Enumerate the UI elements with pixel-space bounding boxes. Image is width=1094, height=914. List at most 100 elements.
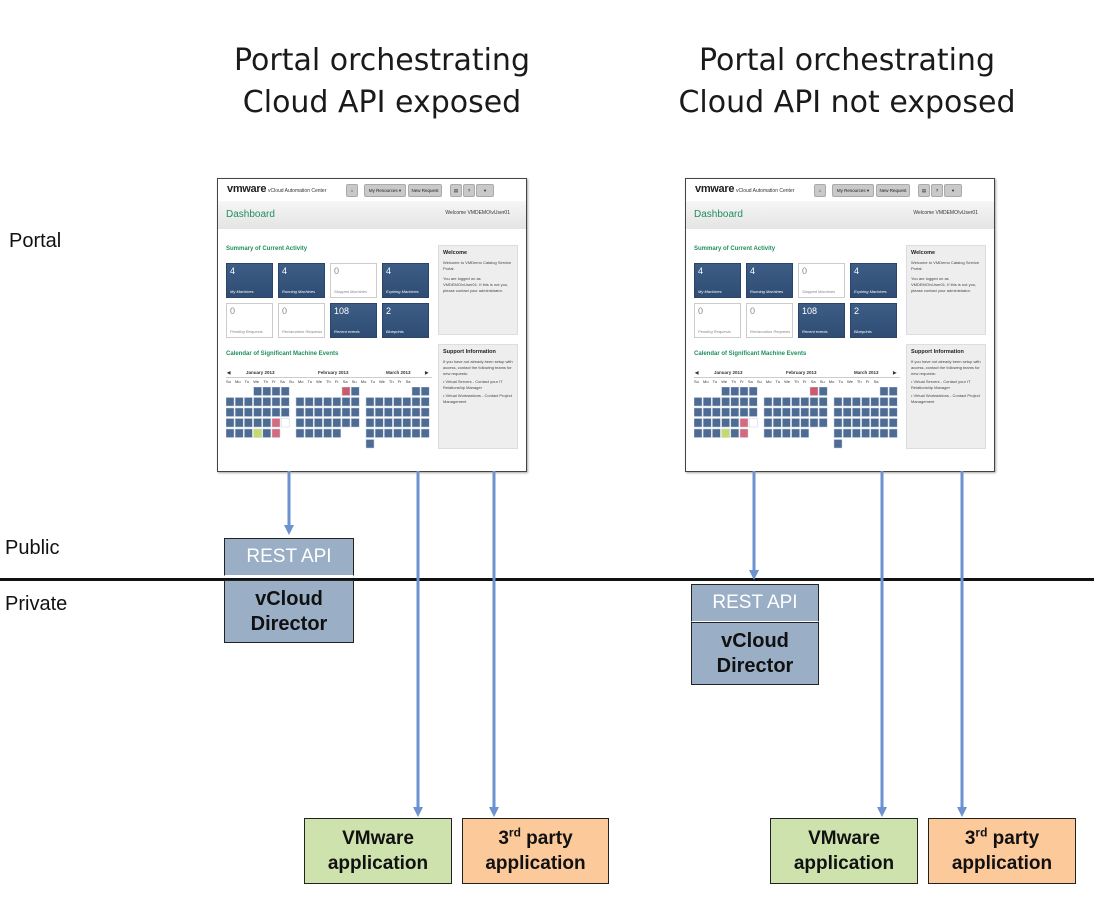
tile-value: 2 — [854, 306, 860, 316]
tile-value: 0 — [802, 266, 808, 276]
calendar-day-cell — [314, 397, 323, 407]
calendar-day-cell — [861, 428, 870, 438]
calendar-day-cell — [262, 428, 272, 438]
calendar-day-cell — [253, 397, 262, 407]
inbox-icon[interactable]: ▤ — [450, 184, 462, 197]
tile-label: Pending Requests — [230, 329, 263, 334]
calendar-day-cell — [304, 397, 314, 407]
third-party-line2: application — [951, 853, 1053, 874]
calendar-day-cell — [314, 407, 323, 417]
calendar-day-cell — [730, 428, 740, 438]
calendar-next-icon[interactable]: ▶ — [425, 370, 429, 375]
welcome-panel-heading: Welcome — [911, 250, 936, 256]
calendar-month-1: January 2013 — [714, 370, 743, 375]
calendar-day-cell — [295, 397, 305, 407]
calendar-day-cell — [791, 418, 800, 428]
tile-label: Expiring Machines — [386, 289, 419, 294]
calendar-day-cell — [782, 397, 791, 407]
welcome-panel-text2: You are logged on as VMDEMO\vUser01. If … — [911, 276, 977, 293]
right-title: Portal orchestrating Cloud API not expos… — [637, 40, 1057, 124]
calendar-day-cell — [772, 418, 782, 428]
tile-label: Recent events — [802, 329, 828, 334]
calendar: ◀ January 2013 February 2013 March 2013 … — [226, 369, 432, 461]
tile-value: 4 — [698, 266, 704, 276]
calendar-day-cell — [332, 397, 342, 407]
calendar-day-cell — [374, 407, 384, 417]
calendar-day-cell — [861, 407, 870, 417]
calendar-day-cell — [393, 428, 402, 438]
tile-label: My Machines — [230, 289, 254, 294]
summary-tile[interactable]: 4 My Machines — [694, 263, 741, 298]
welcome-panel-text1: Welcome to VMDemo Catalog Service Portal… — [443, 260, 512, 271]
calendar-month-2: February 2013 — [318, 370, 349, 375]
portal-top-bar: vmware vCloud Automation Center ⌂ My Res… — [218, 179, 526, 202]
calendar-day-cell — [262, 397, 272, 407]
calendar-day-cell — [304, 418, 314, 428]
calendar-day-cell — [420, 407, 430, 417]
calendar-day-cell — [888, 418, 898, 428]
new-request-button[interactable]: New Request — [408, 184, 442, 197]
tile-label: Reclamation Requests — [282, 329, 323, 334]
tile-label: Pending Requests — [698, 329, 731, 334]
calendar-day-cell — [763, 407, 773, 417]
help-icon[interactable]: ? — [463, 184, 475, 197]
calendar-day-cell — [702, 418, 712, 428]
calendar-day-cell — [702, 428, 712, 438]
calendar-day-cell — [748, 418, 758, 428]
calendar-prev-icon[interactable]: ◀ — [227, 370, 231, 375]
calendar-day-cell — [712, 397, 721, 407]
calendar-day-cell — [350, 397, 360, 407]
welcome-user: Welcome VMDEMO\vUser01 — [913, 210, 978, 216]
home-button[interactable]: ⌂ — [814, 184, 826, 197]
inbox-icon[interactable]: ▤ — [918, 184, 930, 197]
portal-screenshot-left: vmware vCloud Automation Center ⌂ My Res… — [217, 178, 527, 472]
help-icon[interactable]: ? — [931, 184, 943, 197]
public-private-boundary-line — [0, 578, 1094, 581]
my-resources-button[interactable]: My Resources ▾ — [832, 184, 874, 197]
calendar-day-cell — [694, 397, 703, 407]
user-menu-icon[interactable]: ▾ — [476, 184, 494, 197]
calendar-day-cell — [852, 418, 861, 428]
calendar-day-cell — [791, 428, 800, 438]
calendar-day-cell — [393, 418, 402, 428]
my-resources-button[interactable]: My Resources ▾ — [364, 184, 406, 197]
calendar-day-cell — [721, 387, 730, 396]
calendar-day-cell — [384, 397, 393, 407]
rest-api-box-left: REST API — [224, 538, 354, 576]
calendar-day-cell — [411, 387, 421, 396]
calendar-day-cell — [271, 428, 281, 438]
calendar-day-cell — [763, 397, 773, 407]
user-menu-icon[interactable]: ▾ — [944, 184, 962, 197]
tile-value: 108 — [802, 306, 818, 316]
vmware-application-box-left: VMware application — [304, 818, 452, 884]
portal-screenshot-right: vmware vCloud Automation Center ⌂ My Res… — [685, 178, 995, 472]
new-request-button[interactable]: New Request — [876, 184, 910, 197]
tile-label: My Machines — [698, 289, 722, 294]
calendar-day-cell — [323, 407, 332, 417]
calendar-next-icon[interactable]: ▶ — [893, 370, 897, 375]
calendar-day-cell — [365, 407, 375, 417]
calendar-day-cell — [341, 397, 351, 407]
calendar-day-cell — [384, 428, 393, 438]
zone-label-portal: Portal — [9, 230, 62, 252]
support-panel-heading: Support Information — [911, 349, 964, 355]
vmware-line2: application — [793, 853, 895, 874]
vmware-line1: VMware — [808, 828, 880, 849]
home-button[interactable]: ⌂ — [346, 184, 358, 197]
calendar-prev-icon[interactable]: ◀ — [695, 370, 699, 375]
